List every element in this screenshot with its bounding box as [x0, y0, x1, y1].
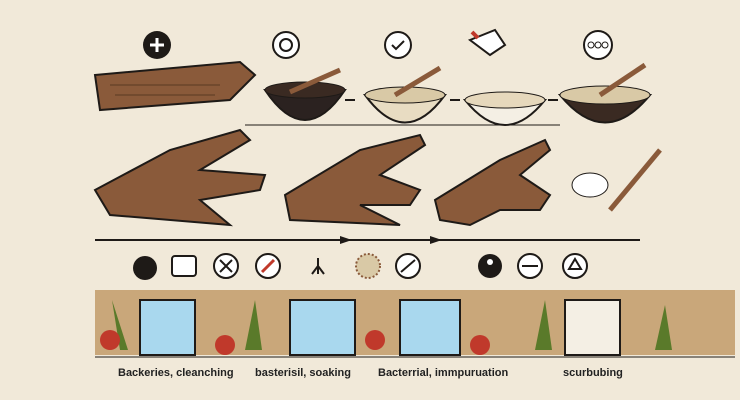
dots-icon — [583, 30, 613, 60]
label-cleaning: Backeries, cleanching — [118, 367, 234, 379]
person-icon — [478, 254, 502, 278]
plug-icon — [517, 253, 543, 279]
label-soaking: basterisil, soaking — [255, 367, 351, 379]
label-impuruation: Bacterrial, immpuruation — [378, 367, 509, 379]
root-icon — [311, 258, 325, 275]
chat-icon — [171, 255, 197, 277]
bowl-1 — [263, 67, 347, 121]
tool-icon — [395, 253, 421, 279]
label-scrubbing: scurbubing — [563, 367, 623, 379]
grid-icon — [355, 253, 381, 279]
bacteria-icon — [133, 256, 157, 280]
refresh-icon — [272, 31, 300, 59]
bowl-3 — [462, 91, 548, 126]
bowl-2 — [363, 65, 447, 124]
bowl-4 — [557, 62, 653, 124]
arrow-icons — [340, 236, 442, 244]
water-jars — [139, 299, 621, 356]
driftwood-log-top — [93, 60, 257, 112]
check-icon — [384, 31, 412, 59]
hand-icon — [467, 28, 507, 57]
cross-icon — [213, 253, 239, 279]
scrub-brush — [571, 148, 662, 212]
plus-icon — [143, 31, 171, 59]
driftwood-trees — [93, 128, 552, 227]
plants — [100, 300, 672, 355]
brush-icon — [255, 253, 281, 279]
recycle-icon — [562, 253, 588, 279]
